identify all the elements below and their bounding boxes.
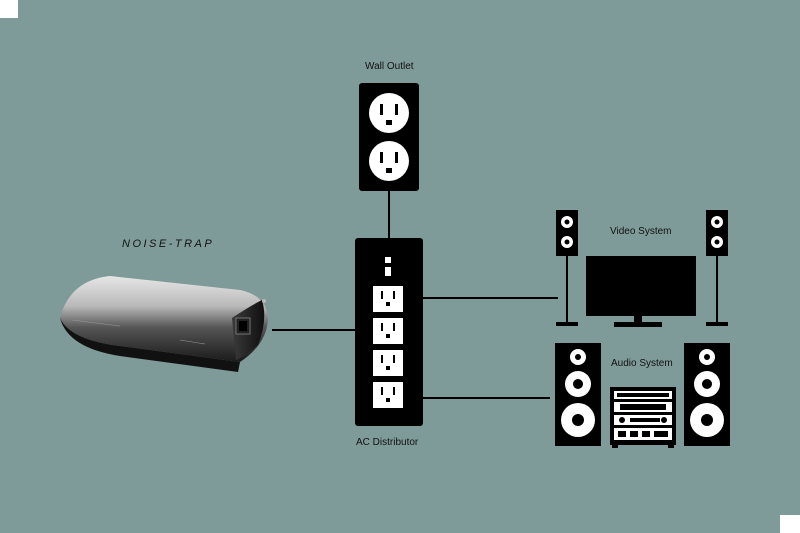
speaker-icon — [556, 210, 578, 326]
speaker-icon — [555, 343, 601, 446]
brand-logo-text: NOISE-TRAP — [122, 238, 215, 250]
wall-outlet-icon — [359, 83, 419, 191]
amplifier-icon — [610, 387, 676, 448]
speaker-icon — [706, 210, 728, 326]
video-system-label: Video System — [610, 226, 672, 237]
video-system-group — [556, 210, 728, 327]
speaker-icon — [684, 343, 730, 446]
audio-system-label: Audio System — [611, 358, 673, 369]
ac-distributor-icon — [355, 238, 423, 426]
tv-icon — [586, 256, 696, 327]
corner-top-left — [0, 0, 18, 18]
wall-outlet-label: Wall Outlet — [365, 61, 414, 72]
corner-bottom-right — [780, 515, 800, 533]
audio-system-group — [555, 343, 730, 448]
noise-trap-device — [60, 276, 268, 372]
ac-distributor-label: AC Distributor — [356, 437, 419, 448]
connection-lines — [272, 190, 558, 399]
